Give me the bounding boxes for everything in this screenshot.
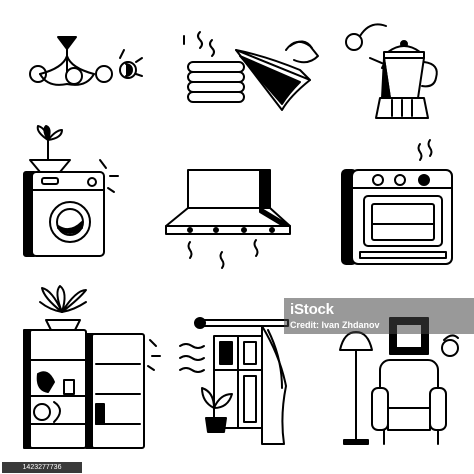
- stock-id-label: 1423277736: [2, 462, 82, 473]
- window-with-curtain-icon: [179, 317, 289, 445]
- watermark-logo: iStock: [290, 301, 334, 318]
- chandelier-icon: [29, 36, 143, 86]
- watermark-banner: [284, 298, 474, 334]
- towels-and-iron-icon: [183, 31, 319, 111]
- cooker-hood-icon: [165, 169, 291, 269]
- coffee-pot-icon: [345, 23, 438, 119]
- oven-icon: [341, 139, 453, 265]
- refrigerator-icon: [23, 285, 161, 449]
- watermark-credit: Credit: Ivan Zhdanov: [290, 320, 380, 330]
- washing-machine-icon: [23, 125, 119, 257]
- armchair-with-lamp-icon: [339, 317, 459, 445]
